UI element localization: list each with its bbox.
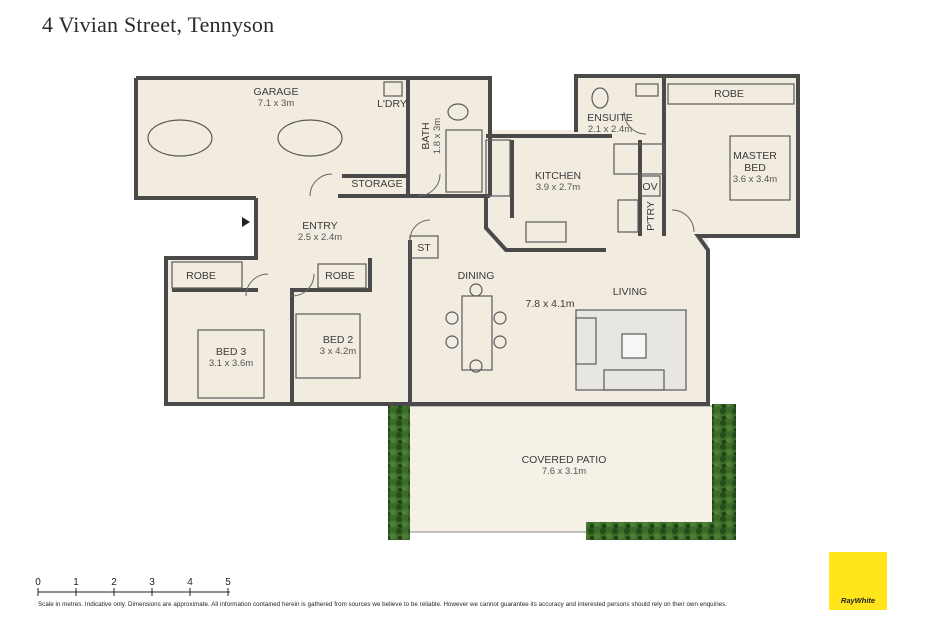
room-covered-patio: COVERED PATIO 7.6 x 3.1m: [522, 454, 607, 478]
room-robe-bed2: ROBE: [325, 270, 355, 282]
walls: [134, 74, 800, 406]
room-living: LIVING: [612, 286, 648, 298]
room-robe-master: ROBE: [714, 88, 744, 100]
entry-arrow-icon: [242, 217, 250, 227]
scale-bar: [37, 588, 230, 596]
room-storage: STORAGE: [351, 178, 403, 190]
room-laundry: L'DRY: [377, 98, 407, 110]
room-name: ENTRY: [302, 220, 338, 232]
oven-label: OV: [642, 181, 658, 193]
room-name: BED 2: [322, 334, 354, 346]
room-robe-bed3: ROBE: [186, 270, 216, 282]
room-name: ENSUITE: [587, 112, 633, 124]
raywhite-logo: RayWhite: [829, 552, 887, 610]
room-dimensions: 3.1 x 3.6m: [208, 358, 254, 369]
scale-tick: 5: [225, 577, 231, 588]
room-name: GARAGE: [253, 86, 299, 98]
room-dimensions: 2.5 x 2.4m: [297, 232, 343, 243]
room-entry: ENTRY 2.5 x 2.4m: [298, 220, 342, 244]
room-kitchen: KITCHEN 3.9 x 2.7m: [535, 170, 581, 194]
room-name: MASTER BED: [733, 150, 777, 174]
scale-tick: 1: [73, 577, 79, 588]
scale-tick: 0: [35, 577, 41, 588]
room-bed2: BED 2 3 x 4.2m: [320, 334, 356, 358]
room-bed3: BED 3 3.1 x 3.6m: [209, 346, 253, 370]
room-name: KITCHEN: [534, 170, 582, 182]
brand-name: RayWhite: [840, 596, 876, 605]
doors: [245, 111, 695, 297]
room-name: COVERED PATIO: [521, 454, 607, 466]
room-bath: BATH 1.8 x 3m: [420, 118, 444, 154]
room-garage: GARAGE 7.1 x 3m: [254, 86, 299, 110]
room-master-bed: MASTER BED 3.6 x 3.4m: [725, 150, 785, 186]
room-dimensions: 3.6 x 3.4m: [732, 174, 778, 185]
room-name: BED 3: [215, 346, 247, 358]
room-dimensions: 7.1 x 3m: [257, 98, 295, 109]
room-dimensions: 1.8 x 3m: [432, 117, 443, 155]
disclaimer-text: Scale in metres. Indicative only. Dimens…: [38, 601, 728, 608]
hedge-bottom: [586, 522, 736, 540]
room-pantry: P'TRY: [645, 201, 657, 231]
room-dining: DINING: [457, 270, 495, 282]
room-store: ST: [417, 242, 431, 254]
scale-tick: 3: [149, 577, 155, 588]
living-dining-dimensions: 7.8 x 4.1m: [525, 298, 575, 310]
hedge-left: [388, 406, 410, 540]
room-dimensions: 3.9 x 2.7m: [535, 182, 581, 193]
room-name: BATH: [420, 122, 432, 150]
hedge-right: [712, 404, 736, 540]
room-dimensions: 7.6 x 3.1m: [541, 466, 587, 477]
room-dimensions: 2.1 x 2.4m: [587, 124, 633, 135]
room-ensuite: ENSUITE 2.1 x 2.4m: [587, 112, 633, 136]
room-dimensions: 3 x 4.2m: [319, 346, 357, 357]
scale-labels: 0 1 2 3 4 5: [35, 577, 231, 599]
scale-tick: 4: [187, 577, 193, 588]
scale-tick: 2: [111, 577, 117, 588]
property-address-title: 4 Vivian Street, Tennyson: [42, 12, 275, 37]
fixtures: [147, 81, 795, 399]
